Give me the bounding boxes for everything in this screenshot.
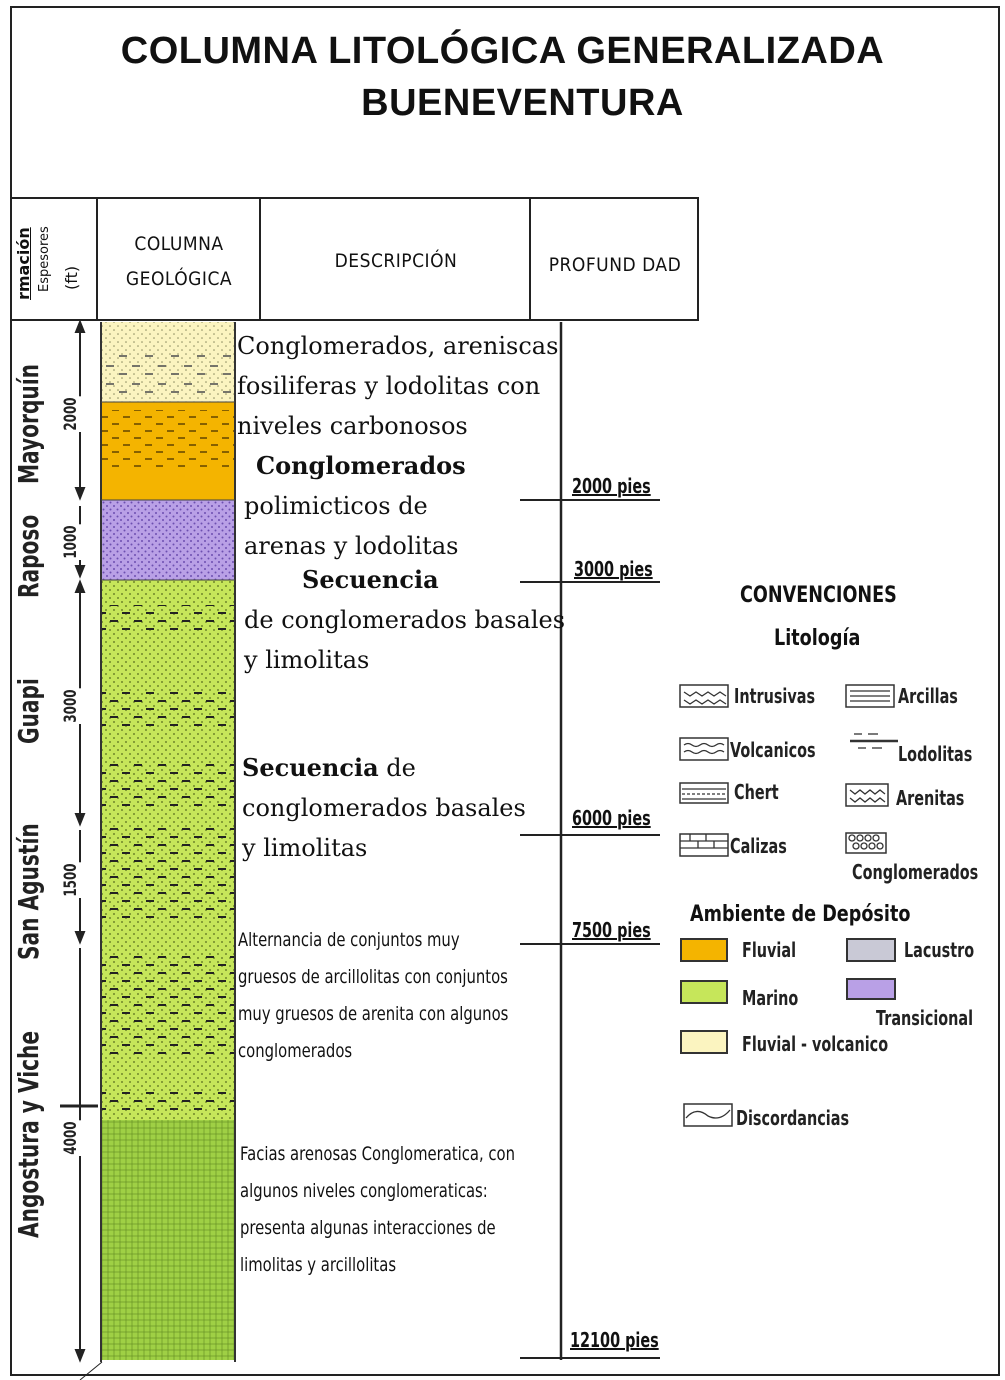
legend-ambiente-title: Ambiente de Depósito	[690, 902, 911, 927]
description-san-agustin: Secuencia de conglomerados basales y lim…	[242, 753, 526, 862]
legend-fluvial-volcanico: Fluvial - volcanico	[742, 1032, 889, 1056]
swatch-marino	[680, 980, 728, 1004]
depth-2000: 2000 pies	[572, 474, 651, 498]
header-descripcion: DESCRIPCIÓN	[334, 250, 458, 272]
depth-12100: 12100 pies	[570, 1328, 659, 1352]
depth-6000: 6000 pies	[572, 806, 651, 830]
legend-arenitas: Arenitas	[896, 786, 965, 810]
header-profundidad: PROFUND DAD	[548, 254, 682, 276]
legend-lodolitas: Lodolitas	[898, 742, 973, 766]
swatch-lacustro	[846, 938, 896, 962]
swatch-fluvial-volcanico	[680, 1030, 728, 1054]
legend-fluvial: Fluvial	[742, 938, 796, 962]
page-frame	[10, 6, 1000, 1376]
depth-3000: 3000 pies	[574, 557, 653, 581]
description-angostura: Facias arenosas Conglomeratica, con algu…	[240, 1143, 516, 1276]
legend-volcanicos: Volcanicos	[730, 738, 816, 762]
legend-title: CONVENCIONES	[740, 583, 897, 608]
header-columna: COLUMNA	[134, 233, 224, 255]
header-geologica: GEOLÓGICA	[125, 268, 233, 290]
legend-arcillas: Arcillas	[898, 684, 958, 708]
swatch-transicional	[846, 978, 896, 1000]
description-raposo: Conglomerados polimicticos de arenas y l…	[244, 451, 466, 560]
page-subtitle: BUENEVENTURA	[361, 82, 684, 124]
legend-lacustro: Lacustro	[904, 938, 975, 962]
description-alternancia: Alternancia de conjuntos muy gruesos de …	[238, 929, 509, 1062]
legend-calizas: Calizas	[730, 834, 787, 858]
page-title: COLUMNA LITOLÓGICA GENERALIZADA	[120, 30, 885, 72]
legend-conglomerados: Conglomerados	[852, 860, 979, 884]
legend-marino: Marino	[742, 986, 799, 1010]
legend-chert: Chert	[734, 780, 779, 804]
legend-intrusivas: Intrusivas	[734, 684, 816, 708]
swatch-fluvial	[680, 938, 728, 962]
legend-transicional: Transicional	[876, 1006, 974, 1030]
description-mayorquin: Conglomerados, areniscas fosiliferas y l…	[237, 332, 559, 440]
legend-discordancias: Discordancias	[736, 1106, 850, 1130]
legend-litologia-title: Litología	[774, 626, 861, 651]
header-depth-cell	[529, 197, 699, 321]
depth-7500: 7500 pies	[572, 918, 651, 942]
description-guapi: Secuencia de conglomerados basales y lim…	[244, 565, 566, 674]
